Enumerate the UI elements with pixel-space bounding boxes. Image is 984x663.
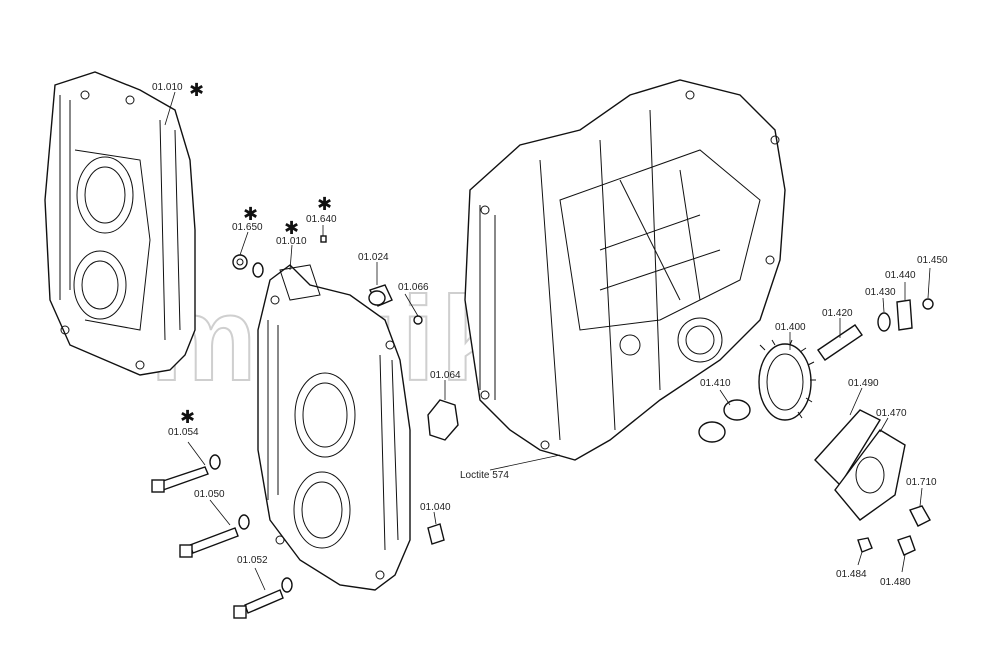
cap-01064 (427, 399, 459, 441)
screw-01484 (857, 537, 873, 553)
label-01470: 01.470 (876, 408, 907, 419)
label-01010-rear: 01.010 (152, 82, 183, 93)
bolt-01052 (233, 577, 293, 619)
ring-01430 (877, 312, 891, 332)
bolt-01054 (151, 454, 221, 493)
screw-01450 (922, 298, 934, 310)
gasket-01490 (814, 409, 881, 487)
shaft-01420 (817, 324, 863, 361)
leader-lines (164, 91, 931, 591)
asterisk-01010-plate: ✱ (284, 218, 299, 239)
label-01010-plate: 01.010 (276, 236, 307, 247)
label-01490: 01.490 (848, 378, 879, 389)
cover-01470 (834, 429, 906, 521)
screw-01480 (897, 535, 916, 556)
label-01052: 01.052 (237, 555, 268, 566)
label-01430: 01.430 (865, 287, 896, 298)
sensor-01710 (909, 505, 931, 527)
label-01450: 01.450 (917, 255, 948, 266)
intermediate-plate (257, 264, 411, 591)
pin-01040 (427, 523, 445, 545)
asterisk-01010-rear: ✱ (189, 80, 204, 101)
asterisk-01650: ✱ (243, 204, 258, 225)
plate-01440 (896, 299, 913, 331)
pin-01066 (413, 315, 423, 325)
label-01480: 01.480 (880, 577, 911, 588)
label-01440: 01.440 (885, 270, 916, 281)
label-01024: 01.024 (358, 252, 389, 263)
asterisk-01054: ✱ (180, 407, 195, 428)
label-01710: 01.710 (906, 477, 937, 488)
label-01640: 01.640 (306, 214, 337, 225)
gear-01400 (758, 339, 816, 421)
label-01054: 01.054 (168, 427, 199, 438)
bolt-01050 (179, 514, 250, 558)
label-01040: 01.040 (420, 502, 451, 513)
dowel-01640 (320, 235, 327, 243)
label-01410: 01.410 (700, 378, 731, 389)
label-01064: 01.064 (430, 370, 461, 381)
label-loctite: Loctite 574 (460, 470, 509, 481)
bearings-01410 (698, 399, 751, 443)
main-gearbox-housing (464, 79, 786, 461)
asterisk-01640: ✱ (317, 194, 332, 215)
rear-housing-cover (44, 71, 196, 376)
label-01484: 01.484 (836, 569, 867, 580)
bushing-01024 (368, 284, 393, 307)
label-01650: 01.650 (232, 222, 263, 233)
label-01050: 01.050 (194, 489, 225, 500)
label-01420: 01.420 (822, 308, 853, 319)
label-01066: 01.066 (398, 282, 429, 293)
plug-01650 (232, 254, 264, 278)
label-01400: 01.400 (775, 322, 806, 333)
